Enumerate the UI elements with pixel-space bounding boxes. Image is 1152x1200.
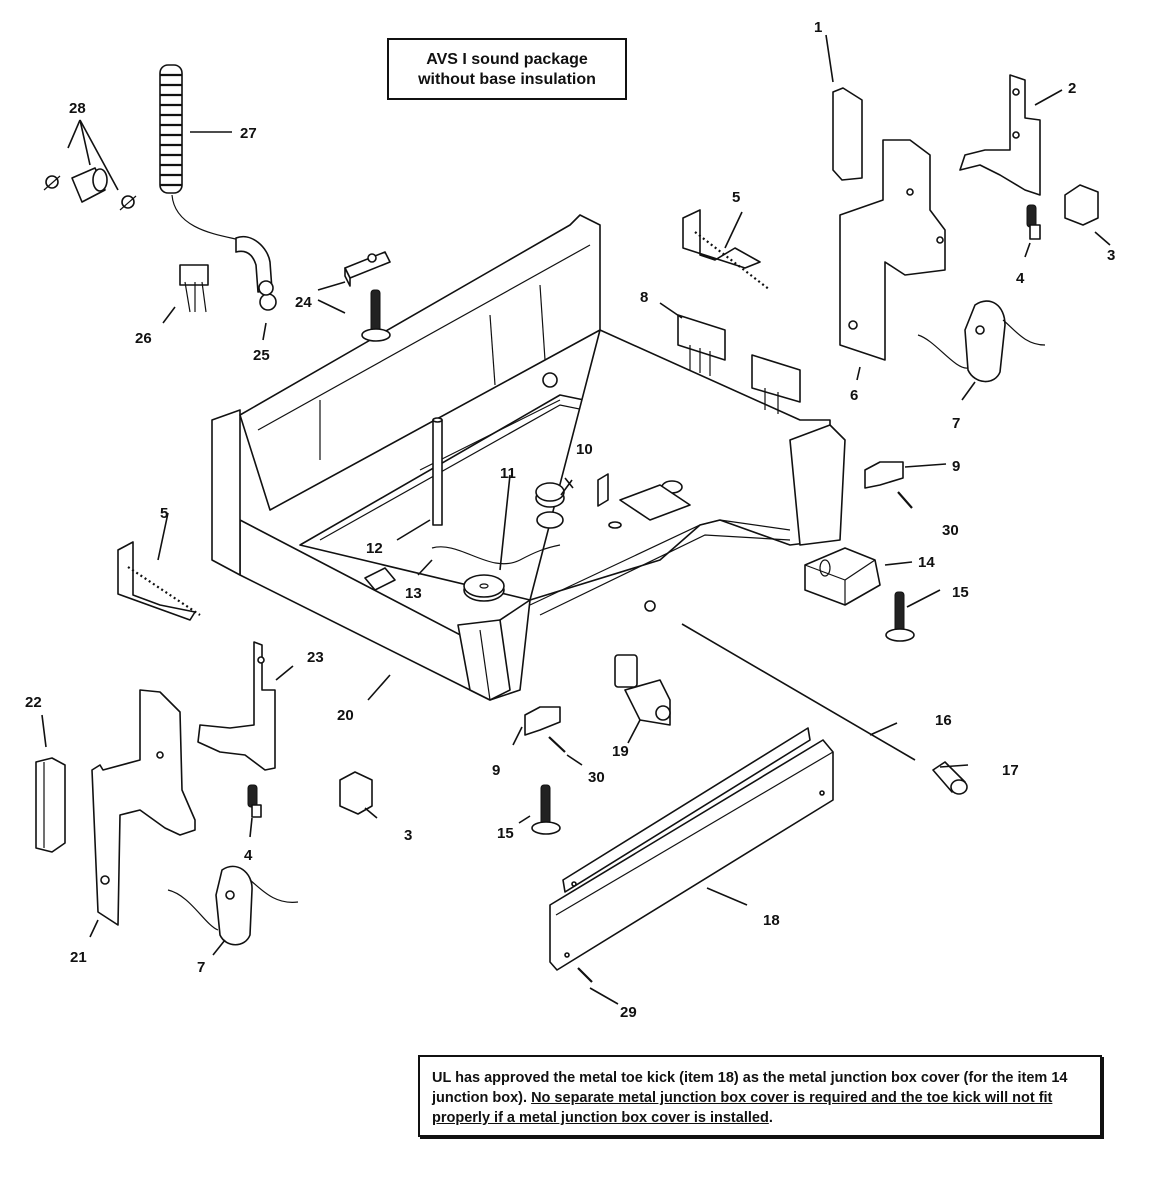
callout-7b: 7 xyxy=(197,959,205,976)
callout-24: 24 xyxy=(295,294,312,311)
part-15-leveler-lower xyxy=(531,784,561,835)
part-17-knob xyxy=(932,761,968,795)
callout-12: 12 xyxy=(366,540,383,557)
note-warning-underlined: No separate metal junction box cover is … xyxy=(432,1090,1053,1126)
callout-10: 10 xyxy=(576,441,593,458)
callout-14: 14 xyxy=(918,554,935,571)
callout-6: 6 xyxy=(850,387,858,404)
part-9-bracket-left xyxy=(524,706,561,736)
part-5-spring-left xyxy=(117,541,201,621)
part-29-screw xyxy=(577,967,593,983)
callout-9b: 9 xyxy=(492,762,500,779)
part-23-hinge xyxy=(197,641,276,771)
callout-18: 18 xyxy=(763,912,780,929)
part-7-pulley-right xyxy=(917,300,1046,383)
part-25-ring xyxy=(259,293,277,311)
callout-2: 2 xyxy=(1068,80,1076,97)
part-3-clip xyxy=(1064,184,1099,226)
callout-labels: 1 2 3 4 5 6 7 8 9 10 11 12 13 14 15 16 1… xyxy=(25,19,1115,1021)
part-24-leveler xyxy=(344,251,391,342)
part-2-hinge xyxy=(959,74,1041,196)
part-30-screw-right xyxy=(897,491,913,509)
part-14-junction-box xyxy=(804,547,881,606)
callout-4b: 4 xyxy=(244,847,253,864)
callout-9: 9 xyxy=(952,458,960,475)
callout-15b: 15 xyxy=(497,825,514,842)
part-19-water-valve xyxy=(614,654,671,726)
callout-5b: 5 xyxy=(160,505,168,522)
callout-17: 17 xyxy=(1002,762,1019,779)
part-21-bracket xyxy=(91,689,196,926)
note-period: . xyxy=(768,1110,773,1126)
part-18-toe-kick xyxy=(549,727,834,971)
title-line-1: AVS I sound package xyxy=(426,51,588,68)
callout-27: 27 xyxy=(240,125,257,142)
callout-21: 21 xyxy=(70,949,87,966)
callout-13: 13 xyxy=(405,585,422,602)
part-7-pulley-left xyxy=(167,865,299,946)
callout-8: 8 xyxy=(640,289,648,306)
callout-7: 7 xyxy=(952,415,960,432)
callout-28: 28 xyxy=(69,100,86,117)
base-tub xyxy=(211,214,846,701)
callout-29: 29 xyxy=(620,1004,637,1021)
callout-3b: 3 xyxy=(404,827,412,844)
callout-3: 3 xyxy=(1107,247,1115,264)
callout-11: 11 xyxy=(500,465,516,482)
part-9-bracket-right xyxy=(864,461,904,489)
part-1-cover xyxy=(832,87,863,181)
part-26-clip xyxy=(179,264,209,313)
callout-20: 20 xyxy=(337,707,354,724)
callout-23: 23 xyxy=(307,649,324,666)
callout-4: 4 xyxy=(1016,270,1025,287)
callout-1: 1 xyxy=(814,19,822,36)
callout-5: 5 xyxy=(732,189,740,206)
callout-16: 16 xyxy=(935,712,952,729)
part-30-screw-left xyxy=(548,736,566,753)
callout-22: 22 xyxy=(25,694,42,711)
callout-30b: 30 xyxy=(942,522,959,539)
part-3-clip-left xyxy=(339,771,373,815)
callout-15: 15 xyxy=(952,584,969,601)
callout-26: 26 xyxy=(135,330,152,347)
part-4-spring xyxy=(1026,204,1037,228)
note-text: UL has approved the metal toe kick (item… xyxy=(432,1070,1068,1106)
callout-30: 30 xyxy=(588,769,605,786)
part-15-leveler-right xyxy=(885,591,915,642)
part-22-cover xyxy=(35,757,66,853)
sound-package-label-box: AVS I sound package without base insulat… xyxy=(387,38,627,100)
callout-19: 19 xyxy=(612,743,629,760)
part-4-spring-left xyxy=(247,784,258,808)
leader-lines xyxy=(41,34,1111,1005)
part-16-rod xyxy=(681,623,916,761)
title-line-2: without base insulation xyxy=(418,71,596,88)
part-28-clamps xyxy=(43,167,137,211)
part-27-hose xyxy=(159,64,273,293)
part-6-bracket xyxy=(839,139,946,361)
callout-25: 25 xyxy=(253,347,270,364)
part-5-spring-upper xyxy=(682,209,771,291)
ul-approval-note: UL has approved the metal toe kick (item… xyxy=(418,1055,1102,1137)
